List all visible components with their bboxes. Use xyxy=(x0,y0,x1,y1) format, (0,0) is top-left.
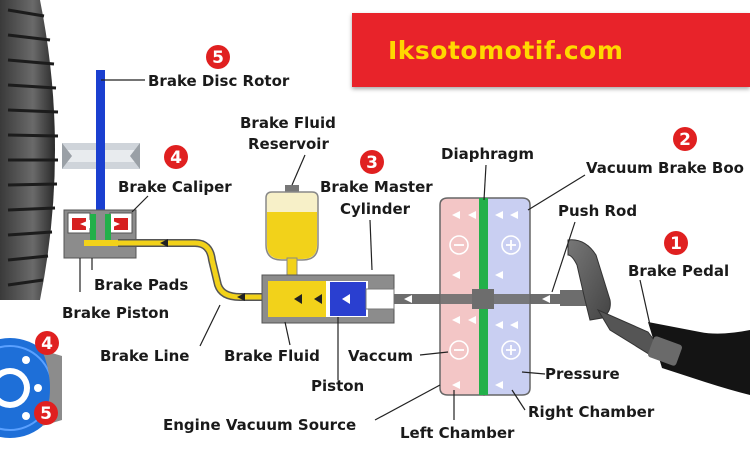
brake-disc-rotor xyxy=(96,70,105,245)
number-badge-caliper: 4 xyxy=(164,145,188,169)
label-brake-caliper: Brake Caliper xyxy=(118,178,232,196)
brake-caliper xyxy=(63,209,137,259)
brake-fluid-reservoir xyxy=(265,185,319,279)
label-engine-vacuum-source: Engine Vacuum Source xyxy=(163,416,356,434)
label-piston: Piston xyxy=(311,377,364,395)
label-brake-piston: Brake Piston xyxy=(62,304,169,322)
brake-line xyxy=(118,239,268,301)
label-brake-pads: Brake Pads xyxy=(94,276,188,294)
label-left-chamber: Left Chamber xyxy=(400,424,515,442)
number-badge-disc-caliper: 4 xyxy=(35,331,59,355)
tire xyxy=(0,0,59,300)
number-disc-rotor: 5 xyxy=(40,404,52,424)
label-diaphragm: Diaphragm xyxy=(441,145,534,163)
number-booster: 2 xyxy=(679,130,691,150)
label-brake-line: Brake Line xyxy=(100,347,189,365)
label-brake-master-cylinder-line2: Cylinder xyxy=(340,200,411,218)
label-brake-fluid: Brake Fluid xyxy=(224,347,320,365)
number-caliper: 4 xyxy=(170,148,182,168)
label-brake-disc-rotor: Brake Disc Rotor xyxy=(148,72,290,90)
brake-master-cylinder xyxy=(261,274,395,324)
number-badge-rotor: 5 xyxy=(206,45,230,69)
number-badge-pedal: 1 xyxy=(664,231,688,255)
website-banner: Iksotomotif.com xyxy=(352,13,750,87)
number-rotor: 5 xyxy=(212,48,224,68)
leader-lines xyxy=(79,79,651,421)
label-brake-fluid-reservoir-line1: Brake Fluid xyxy=(240,114,336,132)
brake-pedal xyxy=(567,239,750,395)
vacuum-brake-booster xyxy=(439,197,531,396)
label-push-rod: Push Rod xyxy=(558,202,637,220)
number-badge-booster: 2 xyxy=(673,127,697,151)
label-right-chamber: Right Chamber xyxy=(528,403,655,421)
label-brake-pedal: Brake Pedal xyxy=(628,262,729,280)
label-vaccum: Vaccum xyxy=(348,347,413,365)
number-pedal: 1 xyxy=(670,234,682,254)
number-master-cylinder: 3 xyxy=(366,153,378,173)
label-pressure: Pressure xyxy=(545,365,620,383)
number-badge-master-cylinder: 3 xyxy=(360,150,384,174)
label-brake-fluid-reservoir-line2: Reservoir xyxy=(248,135,329,153)
label-vacuum-brake-booster: Vacuum Brake Boo xyxy=(586,159,744,177)
number-disc-caliper: 4 xyxy=(41,334,53,354)
banner-text: Iksotomotif.com xyxy=(388,35,624,65)
label-brake-master-cylinder-line1: Brake Master xyxy=(320,178,433,196)
number-badge-disc-rotor: 5 xyxy=(34,401,58,425)
